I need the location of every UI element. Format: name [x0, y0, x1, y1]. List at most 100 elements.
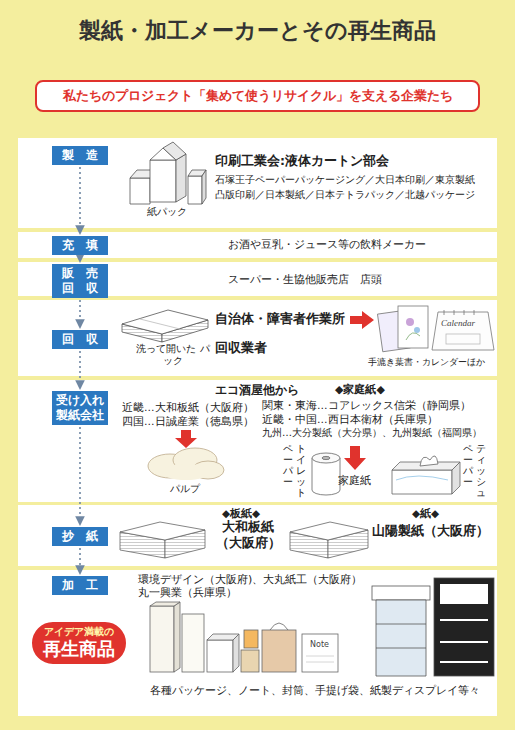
stage-band: 自治体・障害者作業所回収業者洗って開いた パック手漉き葉書・カレンダーほか回 収 — [18, 300, 497, 376]
toilet-paper-roll — [312, 458, 340, 495]
node-text: 四国…日誠産業（徳島県） — [122, 415, 254, 428]
illustration-label: Calendar — [441, 318, 475, 328]
stage-label: 受け入れ 製紙会社 — [52, 391, 108, 425]
stage-name: 充 填 — [55, 238, 105, 253]
band-ground — [18, 232, 497, 258]
node-text: 九州…大分製紙（大分県）、九州製紙（福岡県） — [262, 427, 482, 439]
paper-display-stand — [372, 578, 494, 676]
postcard-calendar-illustration — [398, 306, 428, 348]
stage-band: お酒や豆乳・ジュース等の飲料メーカー 充 填 — [18, 232, 497, 258]
carton-illustration — [130, 178, 150, 204]
band-ground — [18, 505, 497, 566]
recycled-products — [182, 614, 204, 672]
flow-connector — [79, 548, 81, 573]
postcard-calendar-illustration — [414, 327, 420, 333]
vertical-text: ティッシュ ペーパー — [463, 443, 486, 499]
red-arrow — [350, 311, 374, 329]
stage-name: 抄 紙 — [55, 529, 105, 544]
node-text: 近畿…大和板紙（大阪府） — [122, 401, 254, 414]
postcard-calendar-illustration — [406, 333, 420, 340]
node-text: 各種パッケージ、ノート、封筒、手提げ袋、紙製ディスプレイ等々 — [150, 684, 480, 697]
node-text: ◆板紙◆ — [222, 507, 260, 520]
node-text: 自治体・障害者作業所 — [215, 311, 345, 327]
tissue-box — [420, 456, 438, 466]
node-text: ◆家庭紙◆ — [335, 383, 385, 396]
node-text: 回収業者 — [215, 340, 267, 356]
node-text: パルプ — [170, 483, 200, 495]
stage-label: 販 売 回 収 — [52, 264, 108, 298]
recycled-products — [270, 623, 288, 630]
band-ground — [18, 300, 497, 376]
paper-stack — [290, 522, 368, 540]
band-ground — [18, 570, 497, 716]
node-text: 環境デザイン（大阪府)、大丸紙工（大阪府） 丸一興業（兵庫県） — [138, 573, 370, 599]
node-text: 山陽製紙（大阪府） — [372, 523, 489, 539]
paper-display-stand — [440, 641, 488, 643]
recycled-products — [207, 640, 233, 672]
stage-name: 受け入れ 製紙会社 — [55, 393, 105, 423]
flow-connector — [79, 300, 81, 327]
node-text: 家庭紙 — [338, 474, 371, 487]
node-text: アイデア満載の — [38, 626, 120, 638]
opened-pack-stack — [140, 319, 180, 329]
postcard-calendar-illustration — [464, 310, 465, 315]
stage-band: 環境デザイン（大阪府)、大丸紙工（大阪府） 丸一興業（兵庫県） 各種パッケージ、ノ… — [18, 570, 497, 716]
node-text: お酒や豆乳・ジュース等の飲料メーカー — [228, 238, 426, 251]
node-text: 凸版印刷／日本製紙／日本テトラパック／北越パッケージ — [215, 189, 475, 201]
recycled-products — [306, 656, 334, 657]
recycled-products — [262, 630, 296, 672]
stage-name: 製 造 — [55, 148, 105, 163]
carton-illustration — [176, 154, 186, 202]
flow-connector — [79, 427, 81, 524]
band-ground — [18, 262, 497, 296]
flow-connector — [79, 351, 81, 388]
carton-illustration — [163, 142, 186, 160]
node-text: 近畿・中国…西日本衛材（兵庫県） — [262, 413, 438, 426]
stage-name: 回 収 — [55, 332, 105, 347]
stage-label: 加 工 — [52, 576, 108, 595]
node-text: 紙パック — [139, 206, 195, 218]
toilet-paper-roll — [322, 456, 330, 459]
recycled-products — [241, 650, 259, 672]
paper-display-stand — [376, 624, 426, 625]
stage-band: 印刷工業会:液体カートン部会石塚王子ペーパーパッケージング／大日本印刷／東京製紙… — [18, 138, 497, 228]
flow-connector — [79, 167, 81, 233]
paper-display-stand — [372, 586, 430, 600]
carton-illustration — [130, 142, 206, 204]
stage-band: スーパー・生協他販売店 店頭 販 売 回 収 — [18, 262, 497, 296]
opened-pack-stack — [122, 310, 208, 342]
stage-label: 製 造 — [52, 146, 108, 165]
pulp-illustration — [162, 464, 210, 480]
node-text: 手漉き葉書・カレンダーほか — [368, 357, 485, 368]
stage-band: ◆板紙◆大和板紙 （大阪府）◆紙◆山陽製紙（大阪府）抄 紙 — [18, 505, 497, 566]
postcard-calendar-illustration — [474, 310, 475, 315]
paperboard-stack — [120, 522, 205, 558]
paperboard-stack — [120, 522, 205, 540]
toilet-paper-roll — [312, 453, 340, 495]
node-text: 関東・東海…コアレックス信栄（静岡県） — [262, 399, 471, 412]
postcard-calendar-illustration — [454, 310, 455, 315]
paper-display-stand — [376, 600, 426, 676]
paper-display-stand — [440, 619, 488, 621]
illustration-label: Note — [310, 640, 329, 649]
opened-pack-stack — [122, 310, 208, 334]
paper-display-stand — [434, 578, 494, 676]
flow-connector — [79, 257, 81, 261]
tissue-box — [392, 470, 452, 494]
stage-label: 充 填 — [52, 236, 108, 255]
postcard-calendar-illustration — [432, 312, 494, 350]
header-box: 私たちのプロジェクト「集めて使うリサイクル」を支える企業たち — [35, 80, 480, 112]
recycled-products — [150, 602, 338, 672]
node-text: スーパー・生協他販売店 店頭 — [228, 273, 382, 286]
carton-illustration — [202, 170, 206, 204]
stage-band: エコ酒屋他から近畿…大和板紙（大阪府）四国…日誠産業（徳島県）パルプ◆家庭紙◆関… — [18, 380, 497, 502]
stage-name: 販 売 回 収 — [55, 266, 105, 296]
recycled-products — [174, 602, 180, 672]
paper-display-stand — [440, 661, 488, 663]
band-ground — [18, 138, 497, 228]
pulp-illustration — [148, 448, 224, 480]
carton-illustration — [188, 176, 202, 204]
node-text: 石塚王子ペーパーパッケージング／大日本印刷／東京製紙 — [215, 174, 475, 186]
